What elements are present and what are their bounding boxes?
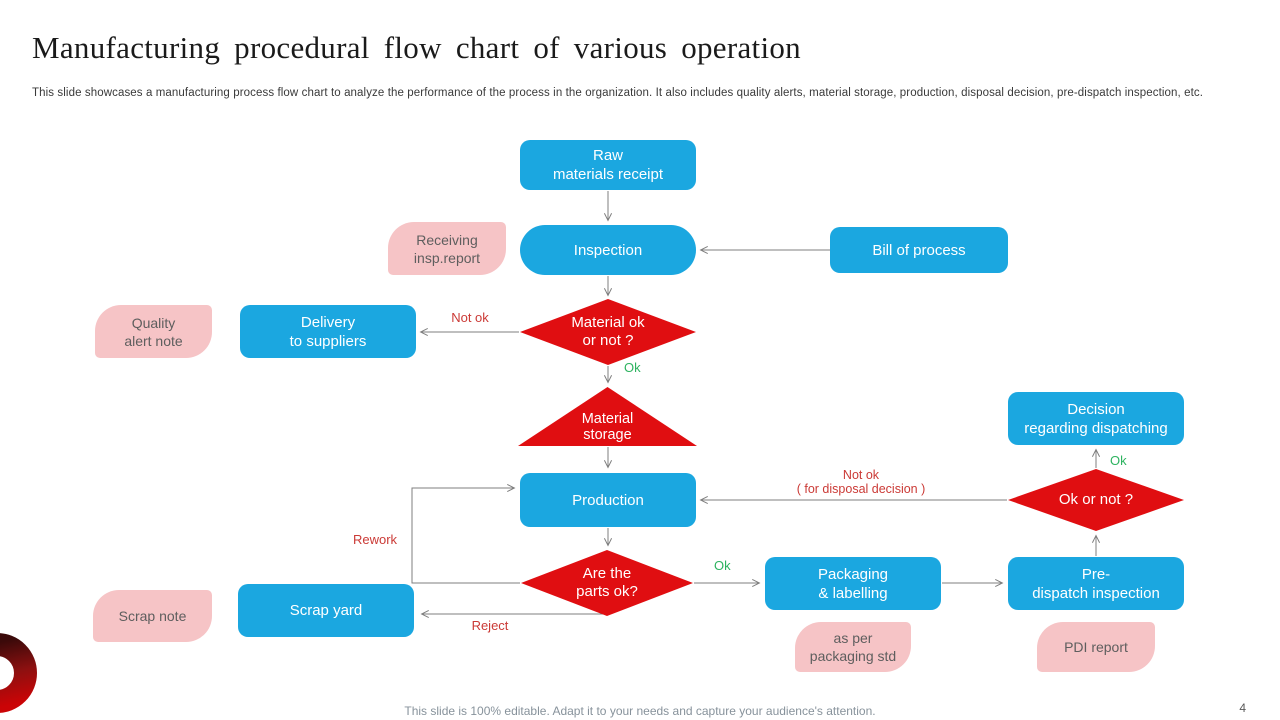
callout-quality-alert-note: Quality alert note [95, 305, 212, 358]
callout-quality-alert-note-label: Quality alert note [124, 314, 183, 349]
edge-label-not-ok: Not ok [451, 310, 489, 325]
node-pre-dispatch-inspection-label: Pre- dispatch inspection [1032, 565, 1160, 602]
node-raw-materials-receipt-label: Raw materials receipt [552, 147, 664, 183]
footer-note: This slide is 100% editable. Adapt it to… [404, 704, 876, 718]
node-decision-regarding-dispatching: Decision regarding dispatching [1008, 392, 1184, 445]
edge-label-rework: Rework [352, 532, 398, 547]
brand-ring-logo [0, 633, 37, 713]
edge-label-ok-parts: Ok [714, 558, 731, 573]
edge-label-reject: Reject [471, 618, 509, 633]
edge-label-ok-dispatch: Ok [1110, 453, 1127, 468]
decision-ok-or-not-label: Ok or not ? [1058, 491, 1134, 508]
node-production: Production [520, 473, 696, 527]
callout-scrap-note-label: Scrap note [118, 608, 187, 624]
node-delivery-to-suppliers: Delivery to suppliers [240, 305, 416, 358]
node-delivery-to-suppliers-label: Delivery to suppliers [289, 313, 367, 350]
node-scrap-yard: Scrap yard [238, 584, 414, 637]
page-number: 4 [1239, 701, 1246, 715]
callout-scrap-note: Scrap note [93, 590, 212, 642]
node-inspection-label: Inspection [573, 241, 643, 259]
node-inspection: Inspection [520, 225, 696, 275]
node-raw-materials-receipt: Raw materials receipt [520, 140, 696, 190]
node-decision-regarding-dispatching-label: Decision regarding dispatching [1024, 400, 1168, 437]
edge-label-ok-material: Ok [624, 360, 641, 375]
node-bill-of-process: Bill of process [830, 227, 1008, 273]
edge-label-not-ok-disposal: Not ok ( for disposal decision ) [796, 468, 926, 496]
callout-receiving-insp-report-label: Receiving insp.report [413, 231, 481, 266]
node-material-storage-label: Material storage [581, 411, 634, 443]
callout-receiving-insp-report: Receiving insp.report [388, 222, 506, 275]
node-packaging-labelling-label: Packaging & labelling [817, 565, 889, 602]
slide-description: This slide showcases a manufacturing pro… [32, 87, 1204, 99]
node-packaging-labelling: Packaging & labelling [765, 557, 941, 610]
node-bill-of-process-label: Bill of process [872, 241, 966, 259]
decision-material-ok-or-not-label: Material ok or not ? [571, 314, 645, 349]
callout-as-per-packaging-std-label: as per packaging std [809, 630, 897, 664]
node-production-label: Production [572, 491, 644, 509]
callout-pdi-report-label: PDI report [1064, 639, 1128, 655]
page-title: Manufacturing procedural flow chart of v… [32, 30, 801, 65]
node-scrap-yard-label: Scrap yard [289, 602, 363, 619]
node-pre-dispatch-inspection: Pre- dispatch inspection [1008, 557, 1184, 610]
decision-are-the-parts-ok-label: Are the parts ok? [576, 565, 638, 600]
callout-as-per-packaging-std: as per packaging std [795, 622, 911, 672]
callout-pdi-report: PDI report [1037, 622, 1155, 672]
